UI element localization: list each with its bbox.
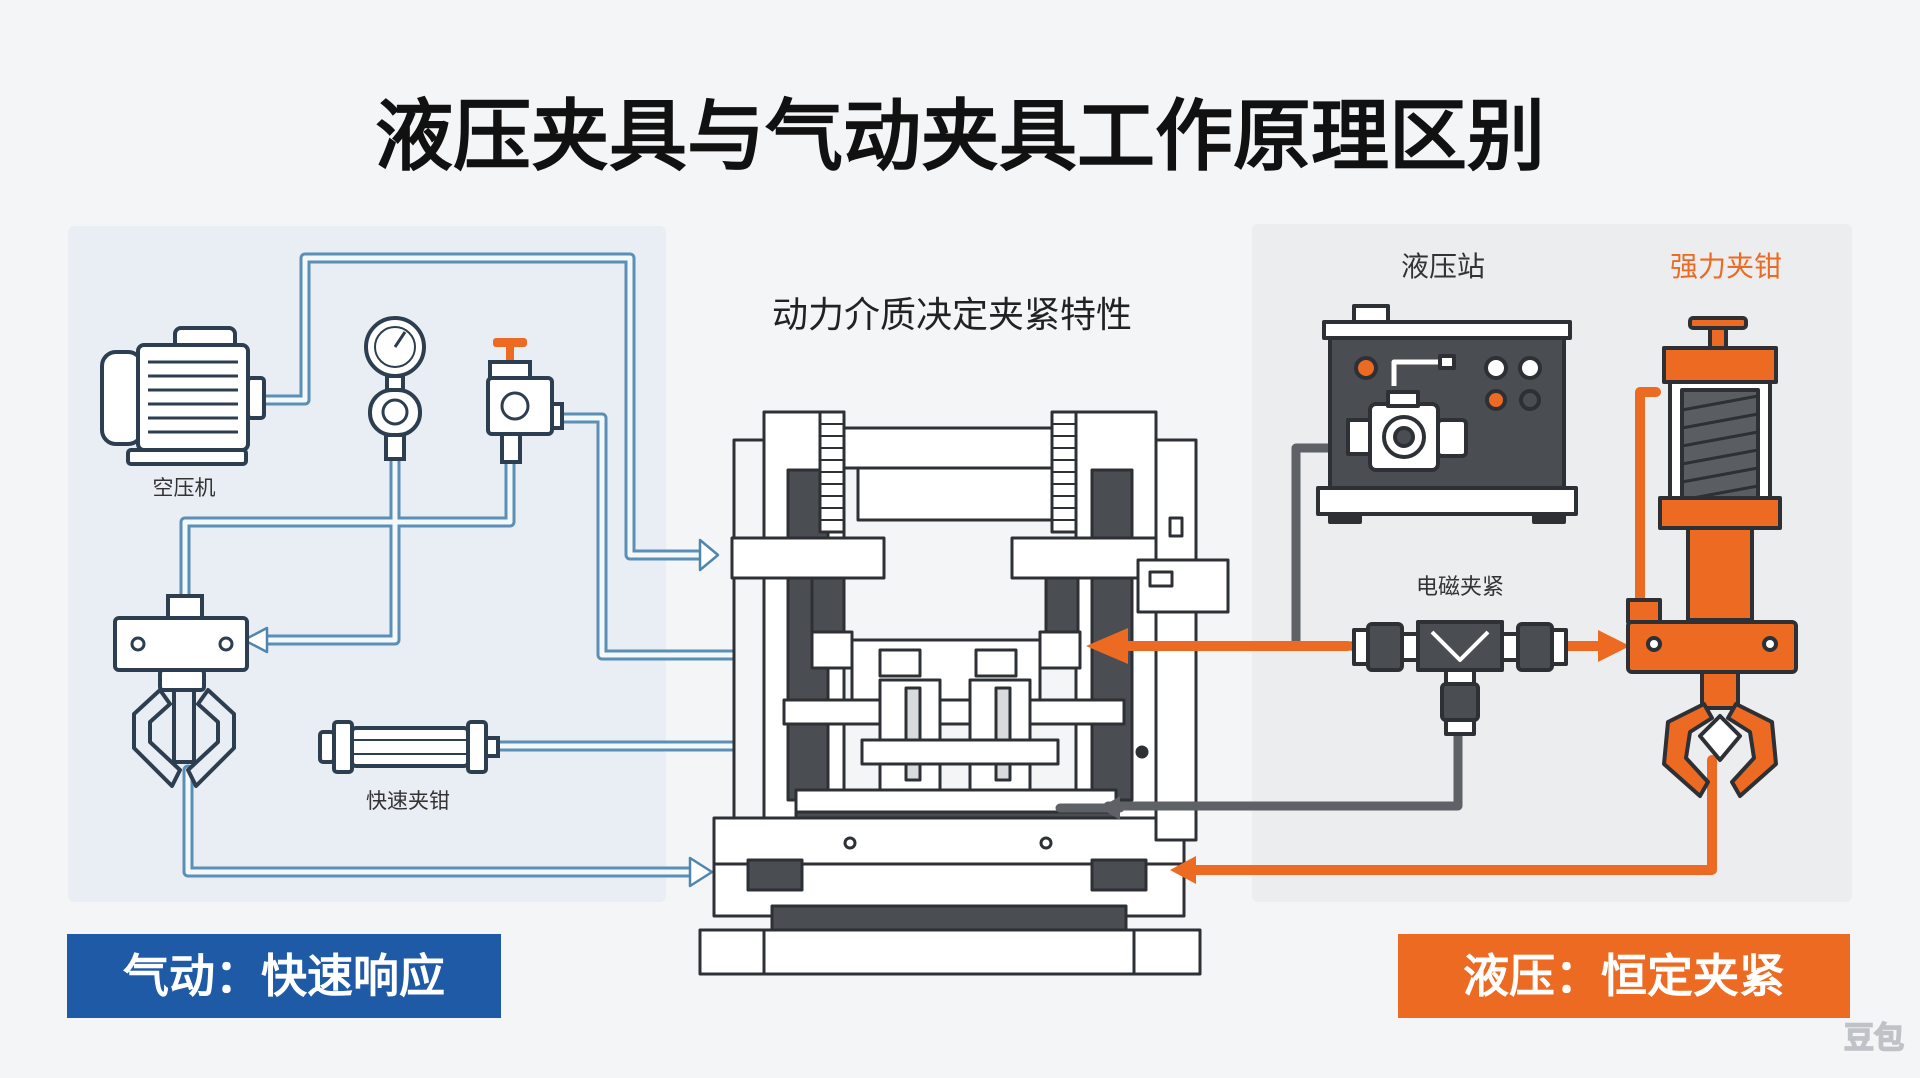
arrow-to-base (688, 856, 714, 888)
compressor-icon (100, 326, 266, 466)
pneumatic-manifold-icon (113, 594, 249, 692)
solenoid-valve-label: 电磁夹紧 (1416, 575, 1504, 600)
quick-cylinder-icon (318, 720, 500, 774)
pneumatic-banner (67, 934, 501, 1018)
arrow-to-machine-top (698, 538, 720, 572)
pneumatic-gripper-icon (132, 688, 236, 788)
compressor-label: 空压机 (153, 476, 216, 500)
pneumatic-pipes (179, 252, 786, 878)
pressure-gauge-icon (364, 316, 426, 461)
arrow-to-clamp-right (1086, 628, 1128, 664)
hydraulic-pipes (1055, 387, 1717, 875)
arrow-gray-to-bed (1100, 796, 1120, 820)
watermark-logo: 豆包 (1844, 1021, 1904, 1056)
arrow-to-power-clamp (1598, 630, 1630, 662)
pneumatic-banner-text: 气动：快速响应 (123, 949, 445, 1003)
hydraulic-station-icon (1316, 304, 1578, 524)
fixture-machine-icon (698, 410, 1230, 976)
diagram-subtitle: 动力介质决定夹紧特性 (772, 295, 1132, 336)
hydraulic-banner (1398, 934, 1850, 1018)
solenoid-valve-icon (1352, 620, 1568, 736)
arrow-to-fixture (242, 626, 269, 654)
quick-cylinder-label: 快速夹钳 (366, 789, 450, 813)
hydraulic-arrows (1086, 628, 1630, 884)
valve-icon (486, 338, 564, 464)
power-clamp-icon (1626, 316, 1798, 798)
arrow-to-base-right (1170, 856, 1196, 884)
hydraulic-station-label: 液压站 (1401, 250, 1485, 283)
page-title: 液压夹具与气动夹具工作原理区别 (375, 92, 1545, 182)
power-clamp-label: 强力夹钳 (1670, 250, 1782, 283)
hydraulic-banner-text: 液压：恒定夹紧 (1463, 949, 1785, 1003)
